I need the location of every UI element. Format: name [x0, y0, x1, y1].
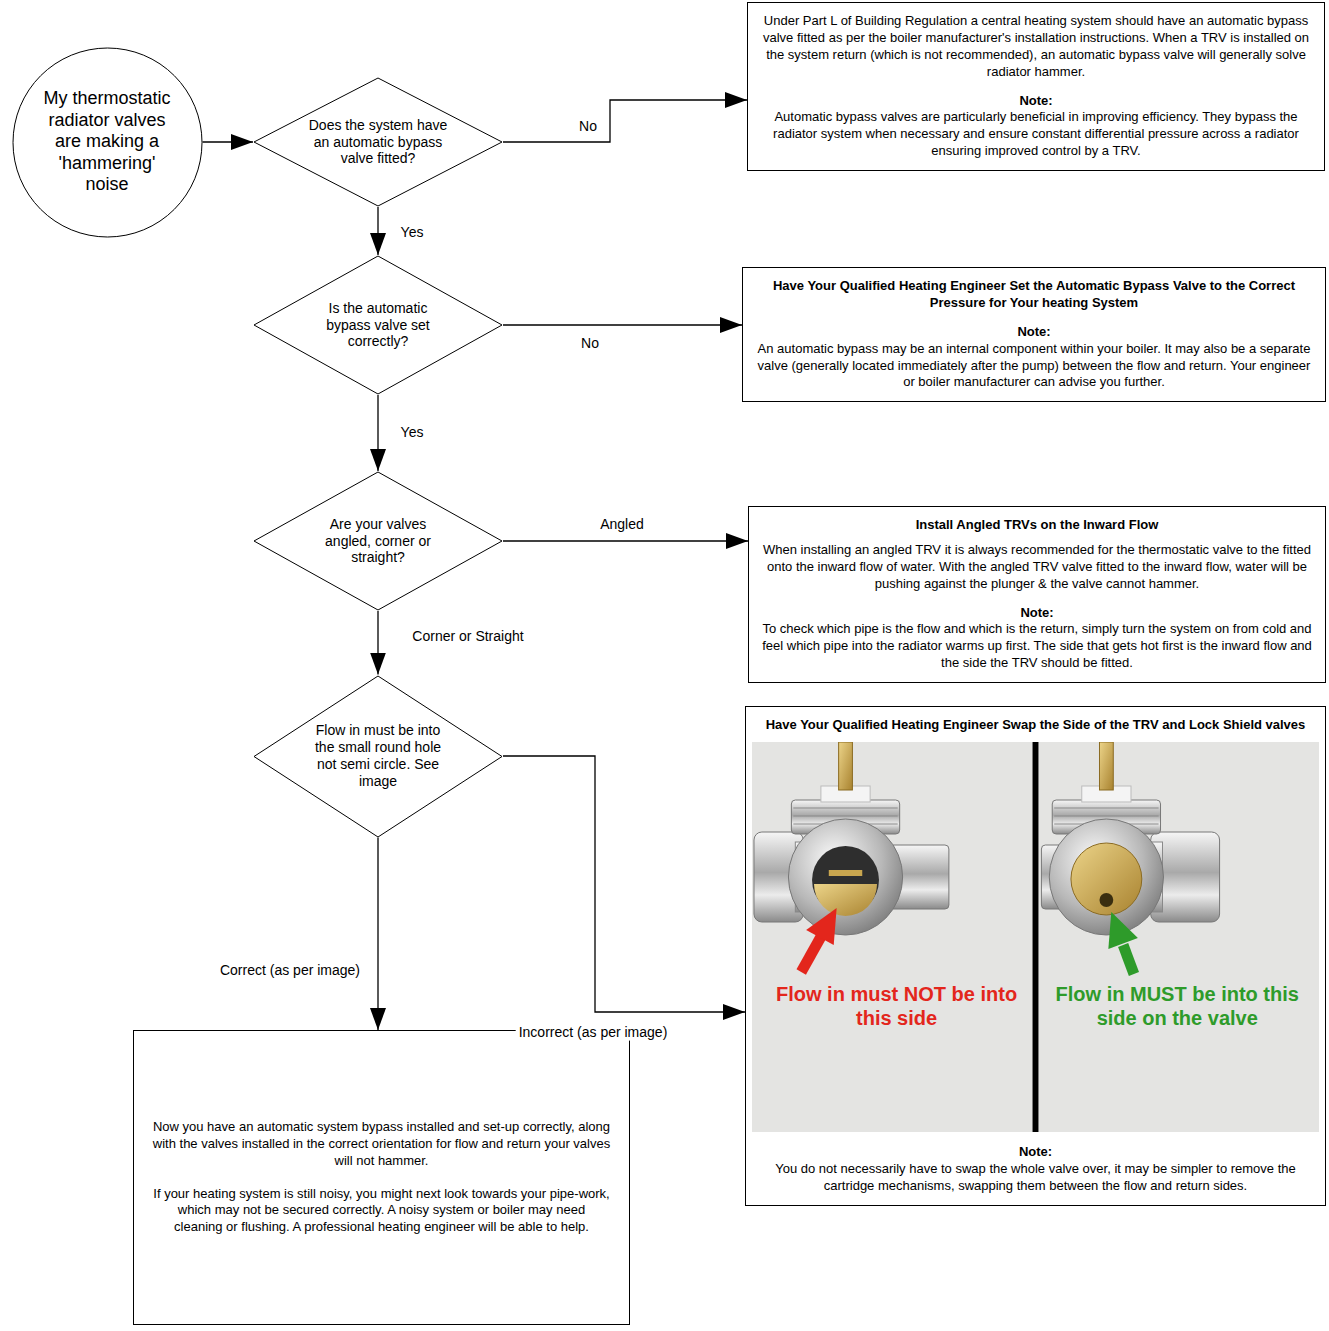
connector-arrow — [503, 324, 742, 325]
photo-divider — [1033, 742, 1039, 1132]
connector-arrow — [503, 100, 747, 142]
box-text: To check which pipe is the flow and whic… — [761, 621, 1313, 672]
box-heading: Have Your Qualified Heating Engineer Set… — [755, 278, 1313, 312]
connector-arrow — [377, 611, 378, 675]
box-text: Now you have an automatic system bypass … — [152, 1119, 611, 1170]
valve-photo — [752, 742, 1319, 1132]
decision-shape — [254, 256, 502, 394]
edge-label: No — [576, 118, 600, 135]
process-box: Under Part L of Building Regulation a ce… — [747, 2, 1325, 171]
photo-part — [1099, 742, 1113, 790]
note-heading: Note: — [761, 605, 1313, 622]
decision-shape — [254, 78, 502, 206]
decision-shape — [254, 472, 502, 610]
start-circle: My thermostatic radiator valves are maki… — [12, 47, 203, 238]
connector-arrow — [503, 756, 745, 1012]
photo-part — [788, 819, 902, 935]
process-box: Now you have an automatic system bypass … — [133, 1030, 630, 1325]
box-text: You do not necessarily have to swap the … — [758, 1161, 1313, 1195]
shape-text-block: Flow in must be into the small round hol… — [308, 722, 448, 789]
start-circle-shape — [13, 48, 202, 237]
box-heading: Have Your Qualified Heating Engineer Swa… — [758, 717, 1313, 734]
node-text: Are your valves angled, corner or straig… — [308, 516, 448, 566]
note-heading: Note: — [758, 1144, 1313, 1161]
photo-part — [1123, 945, 1134, 974]
connector-arrow — [377, 207, 378, 255]
note-heading: Note: — [755, 324, 1313, 341]
box-text: Automatic bypass valves are particularly… — [760, 109, 1312, 160]
node-text: Is the automatic bypass valve set correc… — [308, 300, 448, 350]
connector-arrow — [503, 540, 748, 541]
photo-part — [814, 884, 877, 916]
photo-part — [793, 807, 897, 808]
edge-label: Yes — [398, 424, 427, 441]
photo-part — [839, 742, 853, 790]
edge-label: No — [578, 335, 602, 352]
photo-part — [806, 908, 837, 945]
connector-arrow — [377, 395, 378, 471]
valve-wrong-side — [754, 742, 949, 972]
edge-label: Yes — [398, 224, 427, 241]
edge-label: Corner or Straight — [409, 628, 526, 645]
decision-diamond: Flow in must be into the small round hol… — [253, 675, 503, 838]
shape-text-block: Does the system have an automatic bypass… — [308, 117, 448, 167]
connector-arrow — [203, 141, 254, 142]
box-text: When installing an angled TRV it is alwa… — [761, 542, 1313, 593]
photo-part — [801, 935, 822, 972]
photo-caption: Flow in must NOT be into this side — [769, 982, 1024, 1030]
process-box: Have Your Qualified Heating Engineer Set… — [742, 267, 1326, 402]
valve-right-side — [1041, 742, 1219, 974]
decision-diamond: Are your valves angled, corner or straig… — [253, 471, 503, 611]
shape-text-block: Is the automatic bypass valve set correc… — [308, 300, 448, 350]
photo-part — [1049, 819, 1163, 935]
process-box: Install Angled TRVs on the Inward FlowWh… — [748, 506, 1326, 683]
photo-frame: Flow in must NOT be into this side Flow i… — [752, 742, 1319, 1132]
box-heading: Install Angled TRVs on the Inward Flow — [761, 517, 1313, 534]
node-text: Flow in must be into the small round hol… — [308, 722, 448, 789]
box-text: An automatic bypass may be an internal c… — [755, 341, 1313, 392]
photo-part — [829, 870, 862, 876]
photo-ground — [752, 742, 1319, 1132]
shape-text-block: My thermostatic radiator valves are maki… — [37, 88, 177, 196]
connector-arrow — [377, 838, 378, 1031]
decision-diamond: Does the system have an automatic bypass… — [253, 77, 503, 207]
decision-shape — [254, 676, 502, 837]
node-text: My thermostatic radiator valves are maki… — [37, 88, 177, 196]
edge-label: Angled — [597, 516, 647, 533]
edge-label: Incorrect (as per image) — [516, 1024, 671, 1041]
photo-part — [1071, 843, 1142, 915]
shape-text-block: Are your valves angled, corner or straig… — [308, 516, 448, 566]
photo-part — [1054, 815, 1158, 816]
box-text: Under Part L of Building Regulation a ce… — [760, 13, 1312, 81]
photo-part — [1108, 912, 1138, 949]
photo-caption: Flow in MUST be into this side on the va… — [1047, 982, 1308, 1030]
edge-label: Correct (as per image) — [217, 962, 363, 979]
decision-diamond: Is the automatic bypass valve set correc… — [253, 255, 503, 395]
node-text: Does the system have an automatic bypass… — [308, 117, 448, 167]
photo-part — [793, 815, 897, 816]
note-heading: Note: — [760, 93, 1312, 110]
box-text: If your heating system is still noisy, y… — [152, 1186, 611, 1237]
process-box: Have Your Qualified Heating Engineer Swa… — [745, 706, 1326, 1206]
photo-part — [1054, 807, 1158, 808]
photo-part — [1099, 893, 1113, 907]
